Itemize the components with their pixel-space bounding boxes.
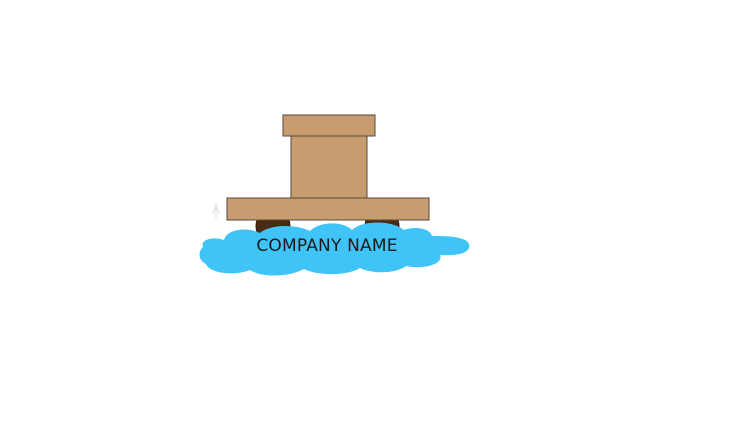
center-box xyxy=(290,135,368,199)
company-name-text: COMPANY NAME xyxy=(256,236,398,256)
top-lid-box xyxy=(282,114,376,137)
cloud-shape xyxy=(199,222,470,276)
faint-arrow-icon xyxy=(212,202,220,218)
platform-box xyxy=(226,197,430,221)
